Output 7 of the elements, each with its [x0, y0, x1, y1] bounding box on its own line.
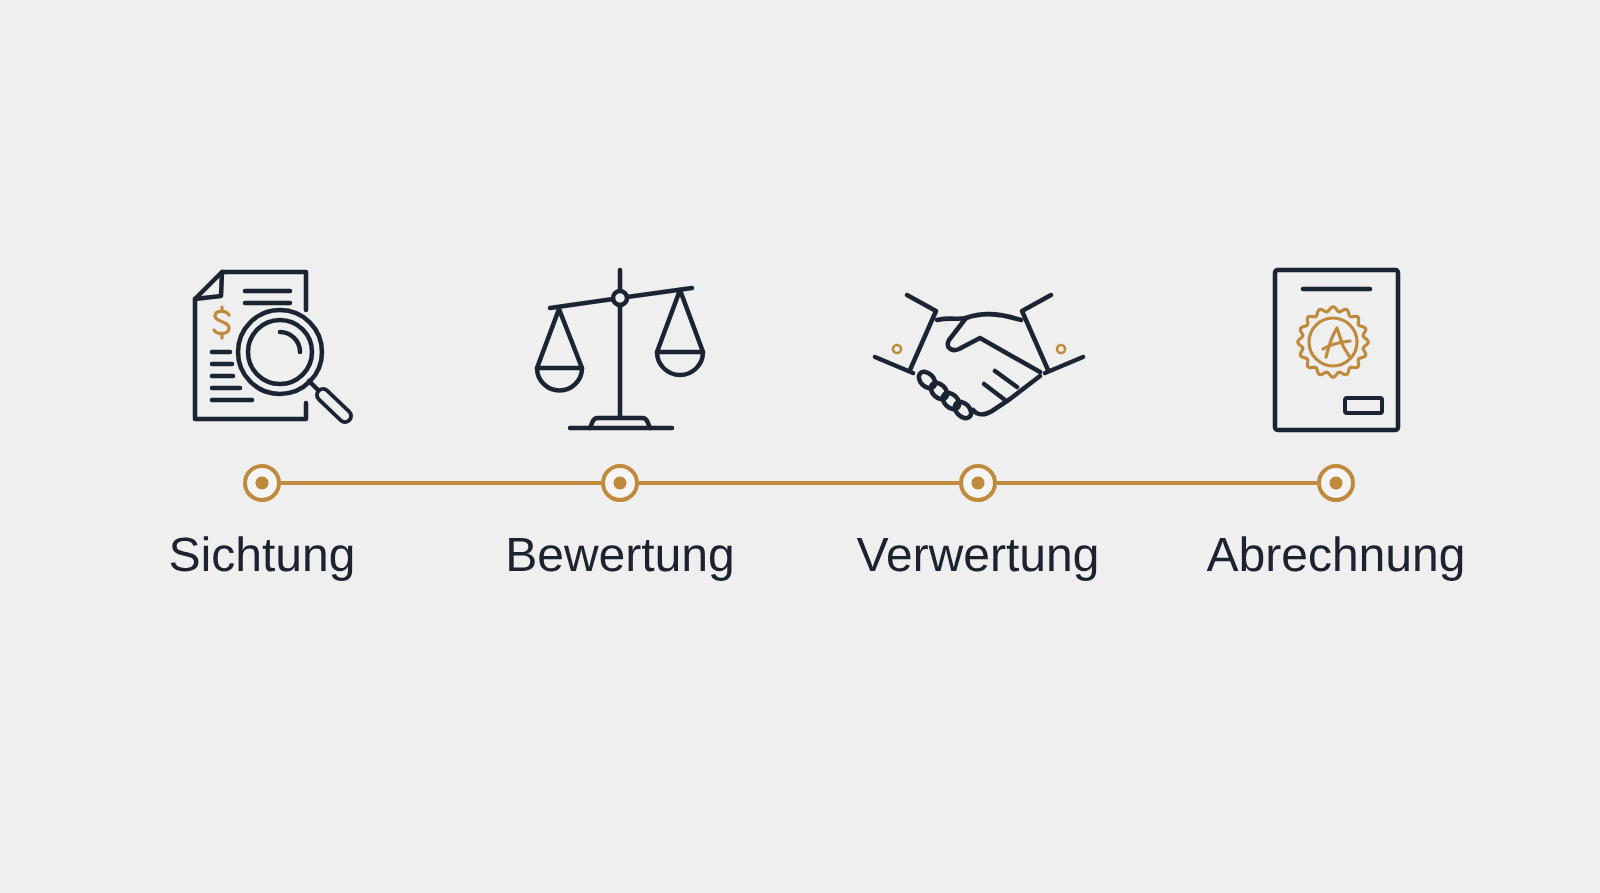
step-label: Bewertung [509, 538, 732, 581]
step-label: Abrechnung [1206, 536, 1463, 581]
step-label: Verwertung [856, 538, 1097, 581]
step-label: Sichtung [170, 536, 353, 581]
connector-line [639, 481, 959, 485]
connector-line [997, 481, 1317, 485]
connector-line [281, 481, 601, 485]
